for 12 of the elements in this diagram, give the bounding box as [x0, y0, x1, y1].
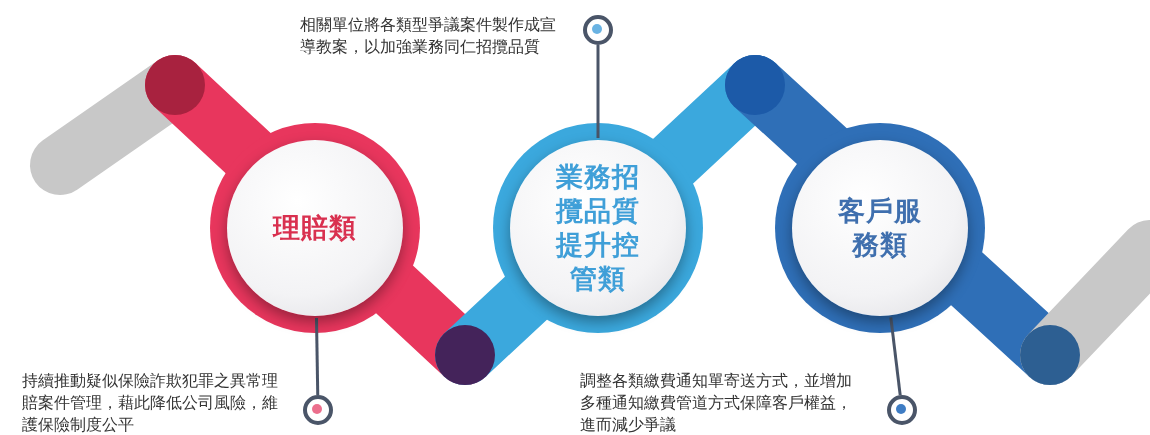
category-label: 業務招攬品質提升控管類	[554, 160, 641, 296]
marker-dot	[887, 395, 917, 425]
description-text: 相關單位將各類型爭議案件製作成宣導教案，以加強業務同仁招攬品質	[300, 14, 557, 58]
category-label: 理賠類	[271, 211, 358, 245]
leader-line	[315, 317, 320, 396]
marker-dot	[583, 15, 613, 45]
leader-line	[889, 317, 902, 396]
description-text: 持續推動疑似保險詐欺犯罪之異常理賠案件管理，藉此降低公司風險，維護保險制度公平	[22, 370, 279, 435]
marker-dot	[303, 395, 333, 425]
description-text: 調整各類繳費通知單寄送方式，並增加多種通知繳費管道方式保障客戶權益，進而減少爭議	[580, 370, 853, 435]
leader-line	[596, 45, 600, 138]
category-label: 客戶服務類	[837, 194, 923, 262]
